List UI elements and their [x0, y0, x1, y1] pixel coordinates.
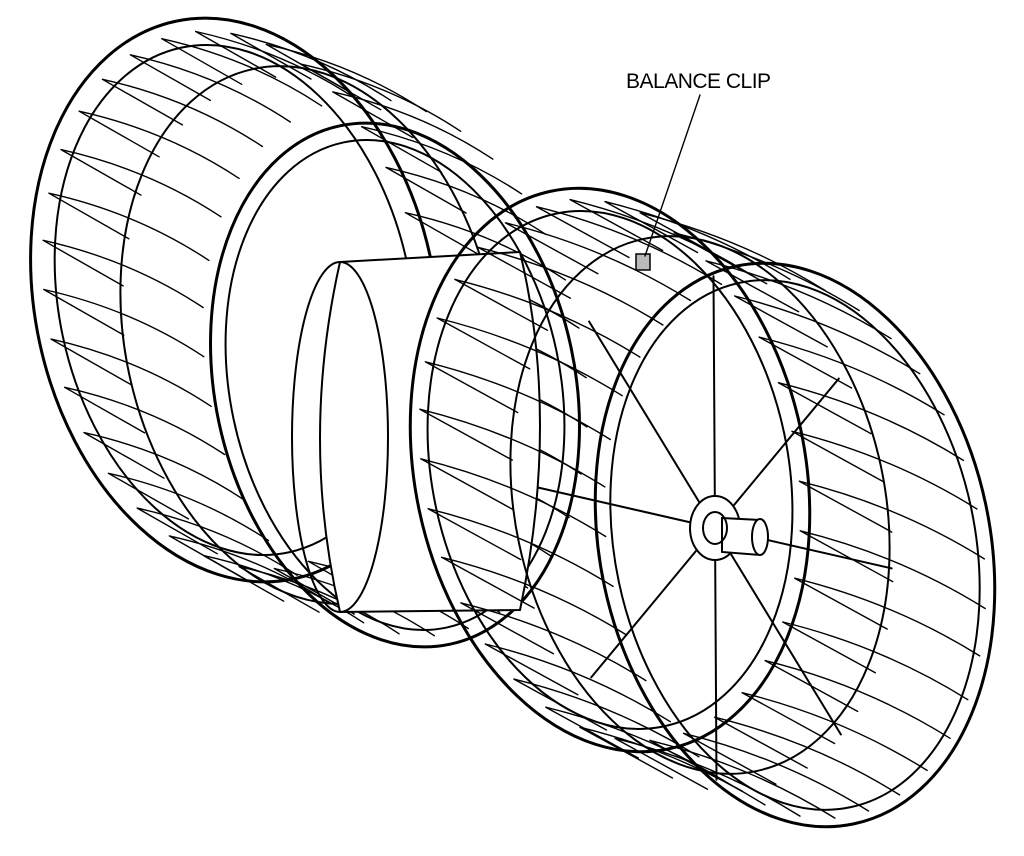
right-front-rim: [593, 261, 997, 829]
blade: [107, 472, 270, 542]
spoke: [590, 527, 716, 679]
spokes: [537, 275, 893, 781]
spoke: [588, 320, 716, 529]
left-front-rim: [209, 121, 581, 649]
blade: [63, 386, 226, 456]
blade: [440, 556, 628, 636]
blade: [78, 110, 240, 180]
blade: [424, 361, 611, 441]
blade: [734, 295, 921, 375]
blade: [454, 278, 641, 358]
blade: [798, 480, 985, 560]
blade: [791, 430, 978, 510]
blade: [758, 336, 945, 416]
blade: [161, 38, 323, 107]
blade: [300, 63, 462, 132]
blade: [569, 198, 756, 278]
blade: [129, 54, 291, 123]
spoke: [712, 275, 716, 529]
blade: [649, 739, 836, 819]
shaft-hub: [689, 495, 769, 561]
blade: [794, 577, 981, 657]
balance-clip-label: BALANCE CLIP: [626, 70, 771, 93]
blade: [265, 43, 427, 113]
right-middle-ring: [509, 235, 891, 775]
spoke: [714, 377, 840, 529]
blade: [436, 317, 623, 397]
right-rear-rim: [408, 186, 812, 754]
balance-clip: [635, 253, 651, 271]
blade: [782, 621, 969, 701]
blade: [535, 206, 723, 286]
blade: [799, 530, 986, 610]
blade: [101, 78, 264, 148]
blade: [195, 30, 357, 100]
blade: [604, 200, 791, 280]
blade: [682, 732, 870, 812]
spoke: [714, 527, 842, 736]
blade: [741, 692, 928, 772]
blade: [545, 706, 732, 786]
blade: [60, 148, 222, 218]
blade: [50, 338, 212, 407]
blade: [230, 32, 392, 102]
blade: [420, 458, 607, 538]
blade: [477, 246, 664, 326]
blade: [168, 535, 330, 604]
spoke: [714, 527, 718, 781]
blade: [48, 192, 210, 262]
blade: [713, 716, 901, 796]
right-blades: [419, 198, 986, 819]
right-wheel: [408, 186, 997, 829]
blade: [83, 431, 245, 501]
blade: [136, 507, 298, 576]
blade: [332, 91, 494, 160]
blade: [42, 239, 204, 309]
center-hub-cylinder: [291, 250, 541, 614]
blade: [777, 382, 965, 462]
blade: [360, 126, 523, 195]
blade: [504, 222, 692, 302]
blade: [427, 508, 614, 588]
blade: [460, 602, 647, 682]
spoke: [537, 486, 716, 529]
blade: [639, 212, 826, 292]
blade: [484, 643, 671, 723]
blade: [43, 288, 205, 358]
blade: [764, 659, 951, 739]
blade: [579, 726, 766, 806]
blade: [419, 408, 606, 488]
balance-clip-leader-line: [644, 94, 701, 257]
